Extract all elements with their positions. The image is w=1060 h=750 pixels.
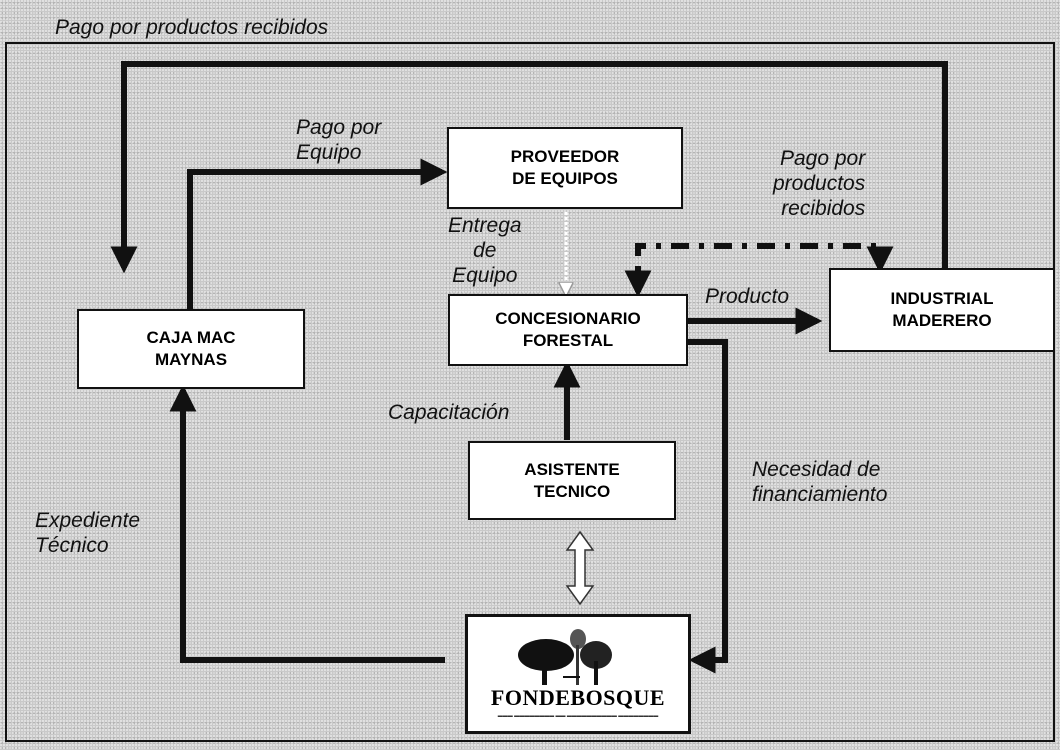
label-entrega-de-equipo: Entrega de Equipo [448, 214, 522, 287]
node-industrial-maderero: INDUSTRIAL MADERERO [829, 268, 1055, 352]
arrow-asistente-fondebosque [565, 530, 595, 606]
arrow-pago-productos-top [110, 61, 948, 274]
arrow-necesidad-financiamiento [688, 339, 728, 674]
label-pago-por-equipo: Pago por Equipo [296, 116, 382, 164]
node-caja-mac-maynas: CAJA MAC MAYNAS [77, 309, 305, 389]
fondebosque-wordmark: FONDEBOSQUE [490, 685, 666, 710]
fondebosque-logo: FONDEBOSQUE ▬▬▬ ▬▬▬▬▬▬▬▬ ▬▬ ▬▬▬▬▬▬▬▬▬▬ ▬… [465, 614, 691, 734]
diagram-frame [5, 42, 1055, 742]
label-necesidad-financiamiento: Necesidad de financiamiento [752, 458, 888, 506]
node-proveedor-de-equipos: PROVEEDOR DE EQUIPOS [447, 127, 683, 209]
label-expediente-tecnico: Expediente Técnico [35, 509, 141, 557]
label-producto: Producto [705, 285, 790, 308]
node-concesionario-forestal: CONCESIONARIO FORESTAL [448, 294, 688, 366]
tree-icon [518, 629, 612, 685]
label-capacitacion: Capacitación [388, 401, 510, 424]
arrow-expediente-tecnico [169, 384, 445, 663]
arrow-pago-equipo [187, 158, 448, 310]
fondebosque-tagline-mark: ▬▬▬ ▬▬▬▬▬▬▬▬ ▬▬ ▬▬▬▬▬▬▬▬▬▬ ▬▬▬▬▬▬▬▬ [497, 713, 659, 719]
node-asistente-tecnico: ASISTENTE TECNICO [468, 441, 676, 520]
label-pago-productos-right: Pago por productos recibidos [773, 147, 866, 220]
label-pago-productos-top: Pago por productos recibidos [55, 16, 329, 39]
